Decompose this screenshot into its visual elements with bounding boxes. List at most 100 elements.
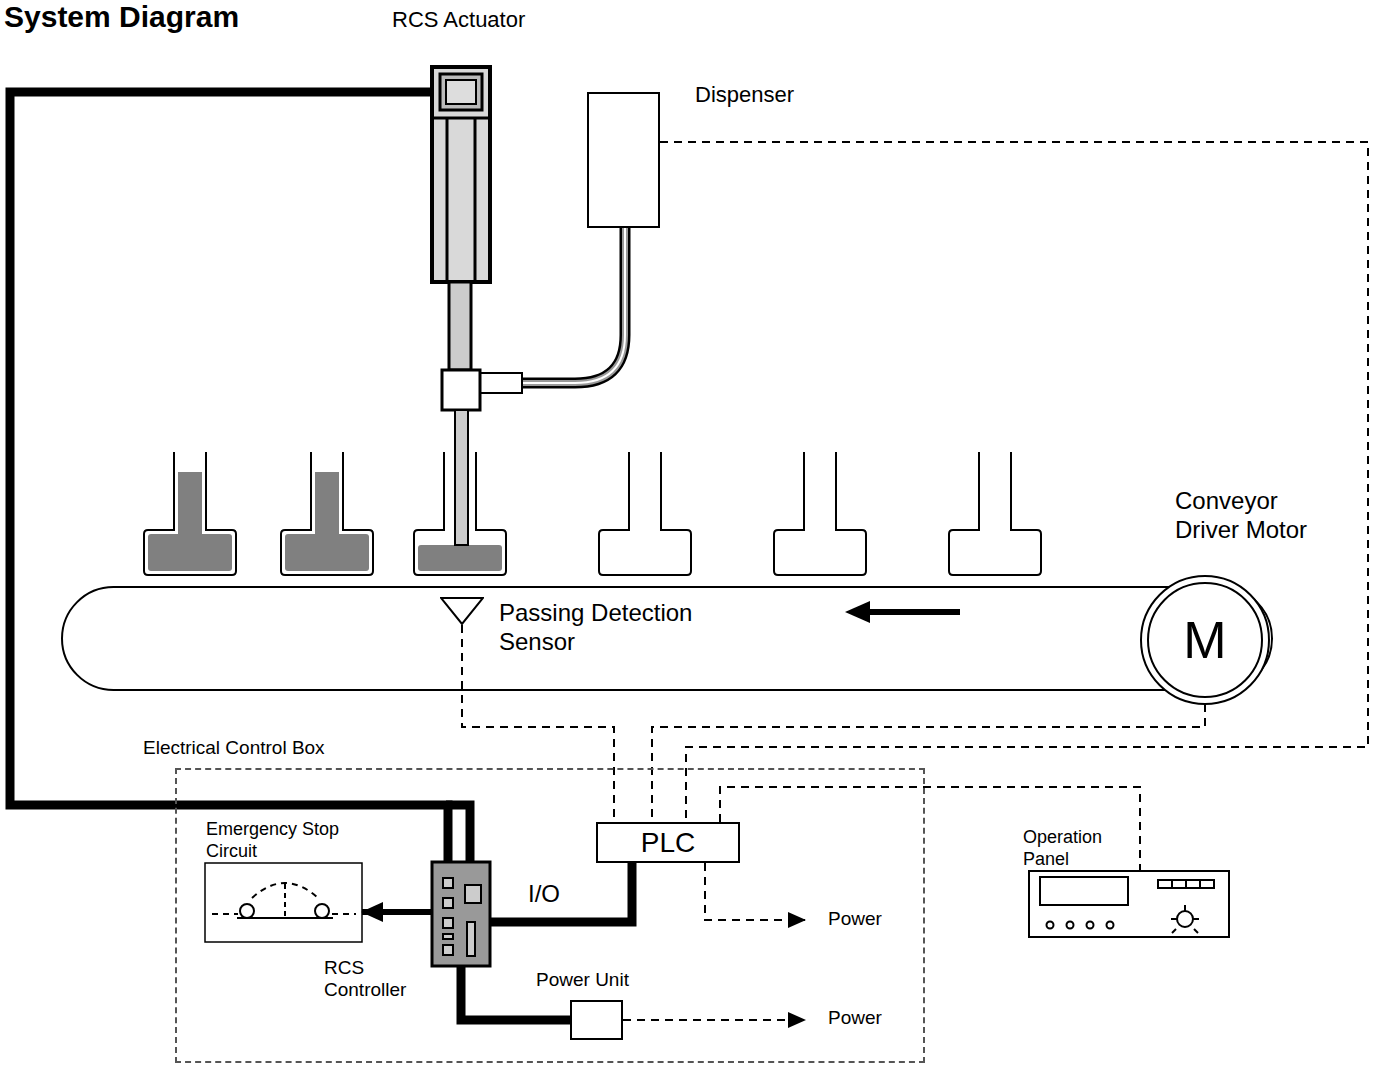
actuator: RCS Actuator [432, 67, 490, 282]
sensor-triangle [441, 598, 483, 624]
hose-inner [520, 228, 625, 383]
power-unit: Power Unit [570, 1000, 623, 1040]
controller-led [443, 934, 453, 939]
sensor: Passing Detection Sensor [440, 597, 484, 625]
node-label: Power Unit [536, 969, 629, 991]
container [774, 452, 866, 575]
plc: PLC [596, 822, 740, 863]
edge-label: I/O [526, 880, 562, 908]
actuator-body [432, 67, 490, 282]
panel-knob-tick [1171, 918, 1177, 920]
node-label: Conveyor Driver Motor [1175, 486, 1315, 544]
control-box: Electrical Control BoxEmergency Stop Cir… [175, 768, 925, 1063]
title: System Diagram [4, 0, 239, 34]
switch-contact [240, 904, 254, 918]
actuator-line [432, 117, 490, 120]
node-label: Dispenser [695, 80, 794, 109]
containers [144, 452, 1041, 575]
power-output [705, 863, 805, 920]
container [281, 452, 373, 575]
panel-knob-tick [1193, 918, 1199, 920]
switch-contact [315, 904, 329, 918]
connector [720, 787, 1140, 870]
switch-wire [332, 913, 356, 915]
container-outline [949, 452, 1041, 575]
node-label: Passing Detection Sensor [499, 598, 739, 656]
panel-switch-divider [1185, 880, 1187, 888]
needle [455, 410, 468, 545]
sensor-symbol [440, 597, 484, 625]
power-label: Power [828, 908, 882, 930]
container-fill [148, 534, 232, 571]
container-outline [599, 452, 691, 575]
nozzle-block [442, 370, 480, 410]
controller-led [443, 878, 453, 888]
switch-symbol [212, 883, 356, 918]
connector [652, 704, 1205, 822]
motor: Conveyor Driver MotorM [1141, 576, 1269, 704]
node-label: RCS Controller [324, 957, 424, 1001]
controller-body [432, 862, 490, 966]
container-outline [281, 452, 373, 575]
controller: RCS Controller [432, 862, 490, 966]
panel-knob-tick [1172, 929, 1176, 933]
switch-stem [284, 884, 286, 918]
node-label: RCS Actuator [392, 5, 532, 34]
hose-mid [520, 228, 625, 383]
panel-display [1040, 877, 1128, 905]
panel-button [1107, 922, 1114, 929]
dispenser: Dispenser [587, 92, 660, 228]
panel-switch-divider [1171, 880, 1173, 888]
controller-port [465, 885, 481, 903]
panel-switch-divider [1199, 880, 1201, 888]
estop-frame [205, 863, 362, 942]
connector [362, 909, 432, 915]
container-fill [315, 472, 339, 536]
controller-led [443, 918, 453, 928]
panel-button [1087, 922, 1094, 929]
controller-slot [467, 922, 475, 956]
node-label: Emergency Stop Circuit [206, 818, 356, 862]
panel-button [1067, 922, 1074, 929]
direction-arrowhead [845, 601, 870, 623]
actuator-line [446, 118, 449, 282]
controller-led [443, 945, 453, 955]
container-fill [285, 534, 369, 571]
needle [455, 410, 468, 545]
direction-arrow [868, 609, 960, 615]
hose-outer [520, 228, 625, 383]
node-label: Electrical Control Box [143, 737, 325, 759]
actuator-head-inner [446, 80, 476, 104]
container [144, 452, 236, 575]
panel-details [1040, 877, 1214, 933]
power-label: Power [828, 1007, 882, 1029]
node-text: PLC [598, 824, 738, 861]
conveyor-belt [62, 587, 1272, 690]
node-text: M [1141, 576, 1269, 704]
panel-switches [1158, 880, 1214, 888]
container-fill [178, 472, 202, 536]
container-outline [774, 452, 866, 575]
panel-button [1047, 922, 1054, 929]
panel-knob-tick [1184, 905, 1186, 911]
motor-outer [1141, 576, 1269, 704]
controller-led [443, 898, 453, 908]
actuator-line [474, 118, 477, 282]
estop-circuit: Emergency Stop Circuit [205, 863, 362, 942]
panel-knob-tick [1194, 929, 1198, 933]
connector [660, 142, 1368, 822]
node-label: Operation Panel [1023, 826, 1133, 870]
connector [490, 863, 632, 922]
container-outline [144, 452, 236, 575]
container [949, 452, 1041, 575]
operation-panel: Operation Panel [1028, 870, 1230, 938]
nozzle-port [480, 373, 522, 393]
connector [10, 92, 448, 862]
actuator-head [440, 74, 482, 110]
controller-details [443, 878, 481, 956]
switch-wire [212, 913, 238, 915]
power-output [623, 1019, 805, 1021]
actuator-rod [449, 282, 471, 370]
panel-knob [1177, 911, 1193, 927]
